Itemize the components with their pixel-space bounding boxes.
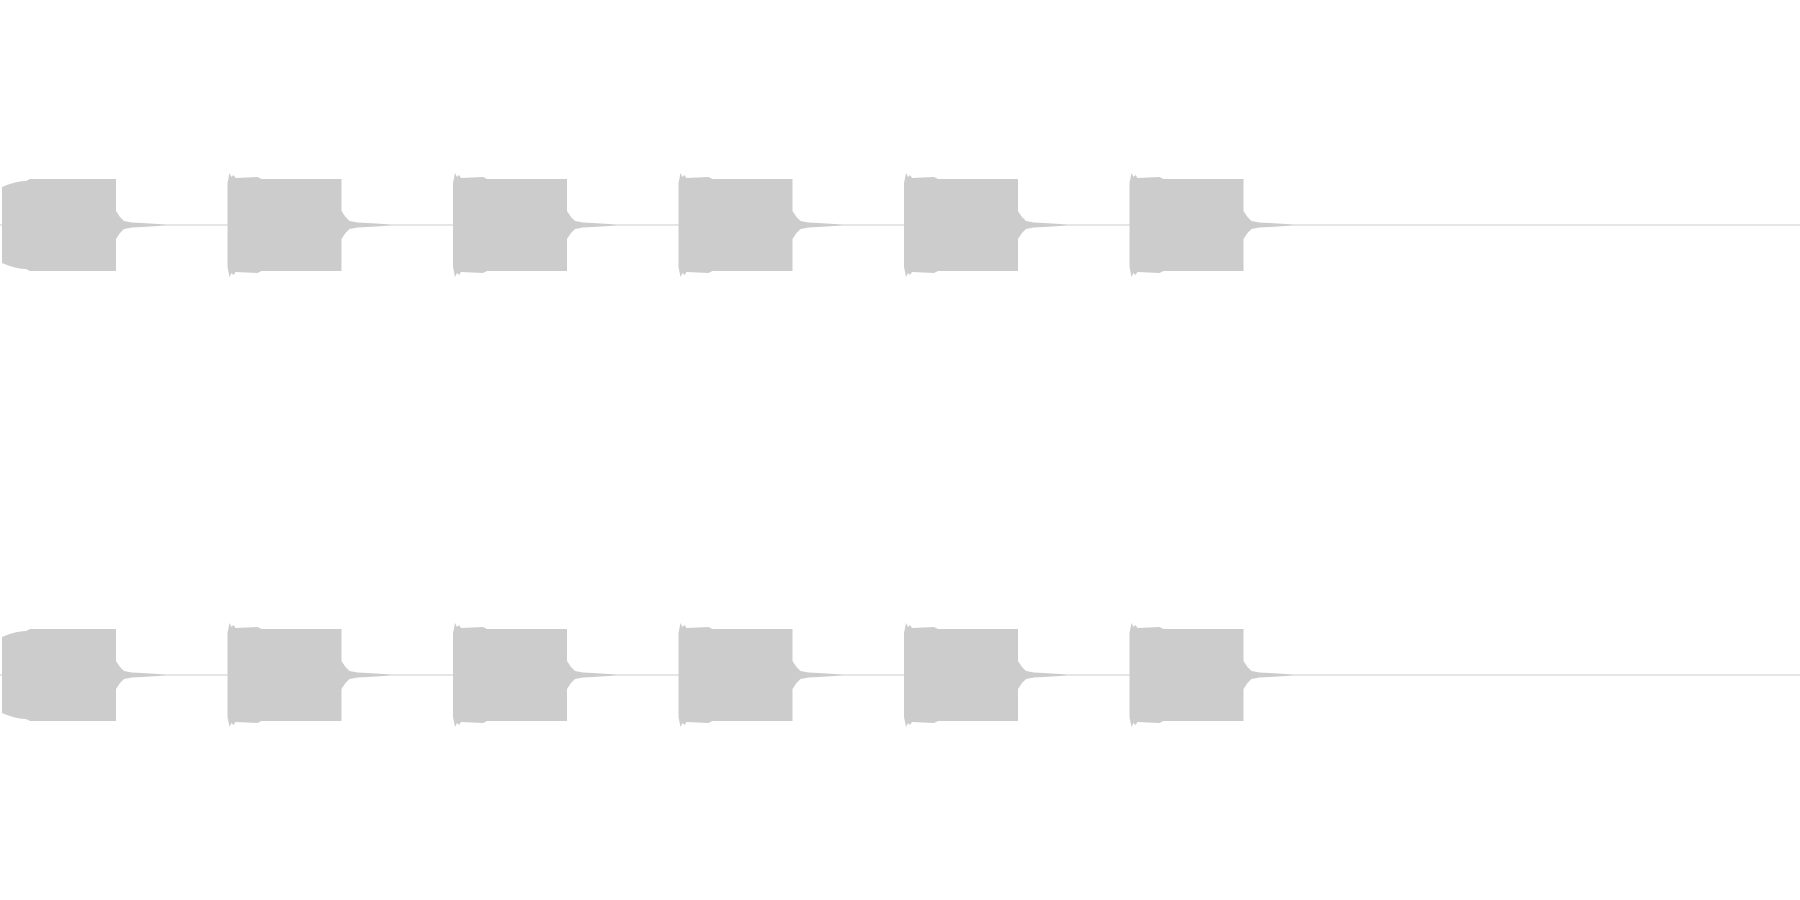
- burst-tail: [341, 661, 392, 689]
- burst-tail: [1018, 211, 1068, 239]
- burst-tail: [792, 211, 843, 239]
- channel-track: [0, 173, 1800, 277]
- burst-tail: [1243, 211, 1294, 239]
- burst-tail: [116, 661, 166, 689]
- burst-tail: [1018, 661, 1068, 689]
- audio-burst: [904, 623, 1018, 727]
- burst-tail: [792, 661, 843, 689]
- audio-burst: [678, 173, 793, 277]
- burst-tail: [116, 211, 166, 239]
- audio-burst: [227, 623, 342, 727]
- audio-burst: [453, 173, 567, 277]
- burst-tail: [1243, 661, 1294, 689]
- burst-tail: [567, 661, 617, 689]
- burst-tail: [567, 211, 617, 239]
- audio-burst: [678, 623, 793, 727]
- audio-burst: [904, 173, 1018, 277]
- audio-burst: [1129, 623, 1244, 727]
- audio-burst: [2, 629, 116, 721]
- audio-burst: [2, 179, 116, 271]
- burst-tail: [341, 211, 392, 239]
- audio-burst: [453, 623, 567, 727]
- channel-track: [0, 623, 1800, 727]
- audio-burst: [227, 173, 342, 277]
- audio-burst: [1129, 173, 1244, 277]
